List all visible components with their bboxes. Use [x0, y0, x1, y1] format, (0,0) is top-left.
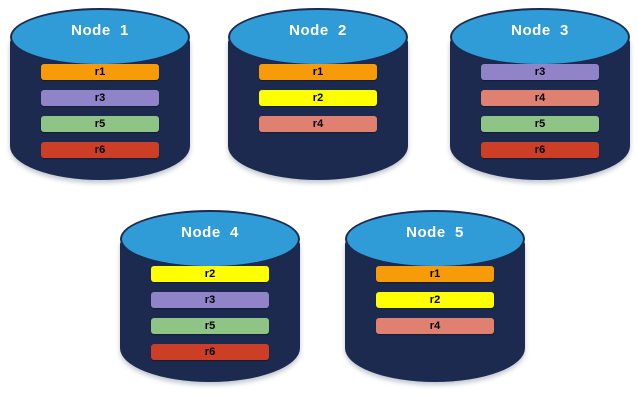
replica-list: r1 r3 r5 r6 [41, 64, 159, 168]
replica-bar[interactable]: r4 [259, 116, 377, 132]
cylinder-top-ellipse [345, 210, 525, 268]
replica-bar[interactable]: r6 [151, 344, 269, 360]
database-node-3[interactable]: Node 3 r3 r4 r5 r6 [450, 8, 630, 188]
node-label: Node 1 [71, 22, 129, 39]
replica-bar[interactable]: r4 [376, 318, 494, 334]
node-label: Node 2 [289, 22, 347, 39]
replica-bar[interactable]: r3 [41, 90, 159, 106]
replica-bar[interactable]: r1 [259, 64, 377, 80]
replica-bar[interactable]: r5 [151, 318, 269, 334]
replica-bar[interactable]: r2 [151, 266, 269, 282]
replica-list: r1 r2 r4 [259, 64, 377, 142]
replica-bar[interactable]: r3 [151, 292, 269, 308]
replica-bar[interactable]: r4 [481, 90, 599, 106]
replica-bar[interactable]: r6 [481, 142, 599, 158]
replica-list: r2 r3 r5 r6 [151, 266, 269, 370]
replica-bar[interactable]: r5 [41, 116, 159, 132]
database-node-4[interactable]: Node 4 r2 r3 r5 r6 [120, 210, 300, 390]
node-label: Node 3 [511, 22, 569, 39]
replica-bar[interactable]: r1 [376, 266, 494, 282]
replica-list: r1 r2 r4 [376, 266, 494, 344]
replica-list: r3 r4 r5 r6 [481, 64, 599, 168]
replica-bar[interactable]: r2 [259, 90, 377, 106]
replica-bar[interactable]: r6 [41, 142, 159, 158]
replica-bar[interactable]: r5 [481, 116, 599, 132]
cylinder-top-ellipse [228, 8, 408, 66]
node-label: Node 4 [181, 224, 239, 241]
node-label: Node 5 [406, 224, 464, 241]
database-node-2[interactable]: Node 2 r1 r2 r4 [228, 8, 408, 188]
replica-bar[interactable]: r3 [481, 64, 599, 80]
database-node-1[interactable]: Node 1 r1 r3 r5 r6 [10, 8, 190, 188]
cylinder-top-ellipse [10, 8, 190, 66]
database-node-5[interactable]: Node 5 r1 r2 r4 [345, 210, 525, 390]
replica-bar[interactable]: r1 [41, 64, 159, 80]
replica-bar[interactable]: r2 [376, 292, 494, 308]
